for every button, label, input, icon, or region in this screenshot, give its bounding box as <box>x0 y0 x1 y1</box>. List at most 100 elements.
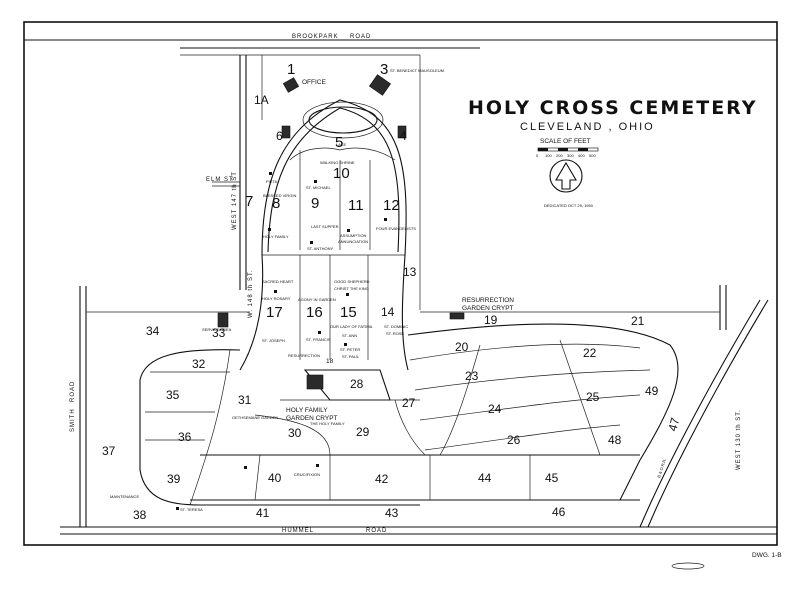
label-office: OFFICE <box>302 79 326 86</box>
section-24: 24 <box>488 402 502 416</box>
label-pieta: PIETA <box>266 179 278 184</box>
label-christ-king: CHRIST THE KING <box>334 286 369 291</box>
section-38: 38 <box>133 508 147 522</box>
scale-tick-3: 300 <box>567 153 574 158</box>
section-17: 17 <box>266 304 283 321</box>
road-label-148th: W. 148 th ST. <box>248 269 254 318</box>
label-assumption: ASSUMPTION <box>340 233 367 238</box>
road-label-hummel-suffix: ROAD <box>366 528 387 534</box>
resurrection-garden-crypt <box>449 312 465 320</box>
section-3: 3 <box>380 61 388 78</box>
section-41: 41 <box>256 506 270 520</box>
drawing-number: DWG. 1-B <box>752 552 782 559</box>
label-holy-rosary: HOLY ROSARY <box>262 296 291 301</box>
label-resurrection: RESURRECTION <box>288 353 320 358</box>
label-good-shepherd: GOOD SHEPHERD <box>334 279 370 284</box>
section-1a: 1A <box>254 93 269 107</box>
label-st-benedict: ST. BENEDICT MAUSOLEUM <box>390 68 444 73</box>
monument-markers <box>176 172 387 510</box>
label-sacred-heart: SACRED HEART <box>262 279 294 284</box>
main-loop-path <box>261 99 407 256</box>
railroad-track <box>639 299 761 528</box>
section-23: 23 <box>465 369 479 383</box>
label-annunciation: ANNUNCIATION <box>338 239 368 244</box>
section-11: 11 <box>348 197 364 214</box>
st-benedict-mausoleum <box>369 74 391 96</box>
section-45: 45 <box>545 471 559 485</box>
label-st-michael: ST. MICHAEL <box>306 185 331 190</box>
section-34: 34 <box>146 324 160 338</box>
section-18: 18 <box>326 358 334 365</box>
label-shrine-10: WALKING SHRINE <box>320 160 355 165</box>
label-our-lady: OUR LADY OF FATIMA <box>330 324 373 329</box>
section-36: 36 <box>178 430 192 444</box>
label-holy-family-crypt-1: HOLY FAMILY <box>286 407 328 414</box>
label-service-area: SERVICE AREA <box>202 327 232 332</box>
road-label-smith: SMITH <box>70 408 76 432</box>
section-5: 5 <box>335 134 343 151</box>
scale-tick-5: 500 <box>589 153 596 158</box>
road-label-brookpark-suffix: ROAD <box>350 34 371 40</box>
section-9: 9 <box>311 195 319 212</box>
section-26: 26 <box>507 433 521 447</box>
label-holy-family-crypt-2: GARDEN CRYPT <box>286 415 338 422</box>
section-4: 4 <box>400 129 407 143</box>
section-13: 13 <box>403 265 417 279</box>
road-label-130th: WEST 130 th ST. <box>736 409 742 470</box>
scale-label: SCALE OF FEET <box>540 138 591 145</box>
section-31: 31 <box>238 393 252 407</box>
lake-label: LAKE <box>336 142 347 147</box>
section-33: 33 <box>212 326 226 340</box>
scale-tick-0: 0 <box>536 153 539 158</box>
section-28: 28 <box>350 377 364 391</box>
section-12: 12 <box>383 197 400 214</box>
label-st-rose: ST. ROSE <box>386 331 405 336</box>
road-label-elm: ELM ST <box>206 177 234 183</box>
section-32: 32 <box>192 357 206 371</box>
label-four-evangelists: FOUR EVANGELISTS <box>376 226 416 231</box>
label-st-teresa: ST. TERESA <box>180 507 203 512</box>
scale-tick-1: 100 <box>545 153 552 158</box>
service-area-building <box>217 312 229 328</box>
label-the-holy-family: THE HOLY FAMILY <box>310 421 345 426</box>
section-25: 25 <box>586 390 600 404</box>
section-42: 42 <box>375 472 389 486</box>
label-st-anthony: ST. ANTHONY <box>307 246 334 251</box>
section-44: 44 <box>478 471 492 485</box>
label-st-paul: ST. PAUL <box>342 354 360 359</box>
section-16: 16 <box>306 304 323 321</box>
section-43: 43 <box>385 506 399 520</box>
label-blessed-virgin: BLESSED VIRGIN <box>263 193 296 198</box>
section-49: 49 <box>645 384 659 398</box>
holy-family-garden-crypt <box>306 374 324 390</box>
road-label-hummel: HUMMEL <box>282 528 314 534</box>
map-subtitle: CLEVELAND , OHIO <box>520 121 655 133</box>
section-48: 48 <box>608 433 622 447</box>
label-st-dominic: ST. DOMINIC <box>384 324 408 329</box>
label-st-francis: ST. FRANCIS <box>306 337 331 342</box>
office-building <box>282 77 300 93</box>
lake <box>308 106 378 134</box>
section-40: 40 <box>268 471 282 485</box>
surveyor-stamp <box>671 562 705 570</box>
road-label-brookpark: BROOKPARK <box>292 34 339 40</box>
scale-tick-4: 400 <box>578 153 585 158</box>
road-label-147th: WEST 147 th ST <box>232 171 238 230</box>
label-st-joseph: ST. JOSEPH <box>262 338 285 343</box>
label-holy-family: HOLY FAMILY <box>263 234 289 239</box>
north-arrow-icon <box>549 159 583 193</box>
label-st-ann: ST. ANN <box>342 333 357 338</box>
east-fan-path <box>407 323 679 501</box>
section-47: 47 <box>665 416 682 433</box>
label-st-peter: ST. PETER <box>340 347 360 352</box>
label-last-supper: LAST SUPPER <box>311 224 339 229</box>
section-6: 6 <box>276 129 283 143</box>
section-37: 37 <box>102 444 116 458</box>
section-19: 19 <box>484 313 498 327</box>
section-30: 30 <box>288 426 302 440</box>
road-label-smith-2: ROAD <box>70 381 76 402</box>
section-14: 14 <box>381 305 395 319</box>
label-resurrection-crypt-1: RESURRECTION <box>462 297 514 304</box>
label-agony: AGONY IN GARDEN <box>298 297 336 302</box>
railroad-label: B & O R.R. <box>656 458 667 478</box>
